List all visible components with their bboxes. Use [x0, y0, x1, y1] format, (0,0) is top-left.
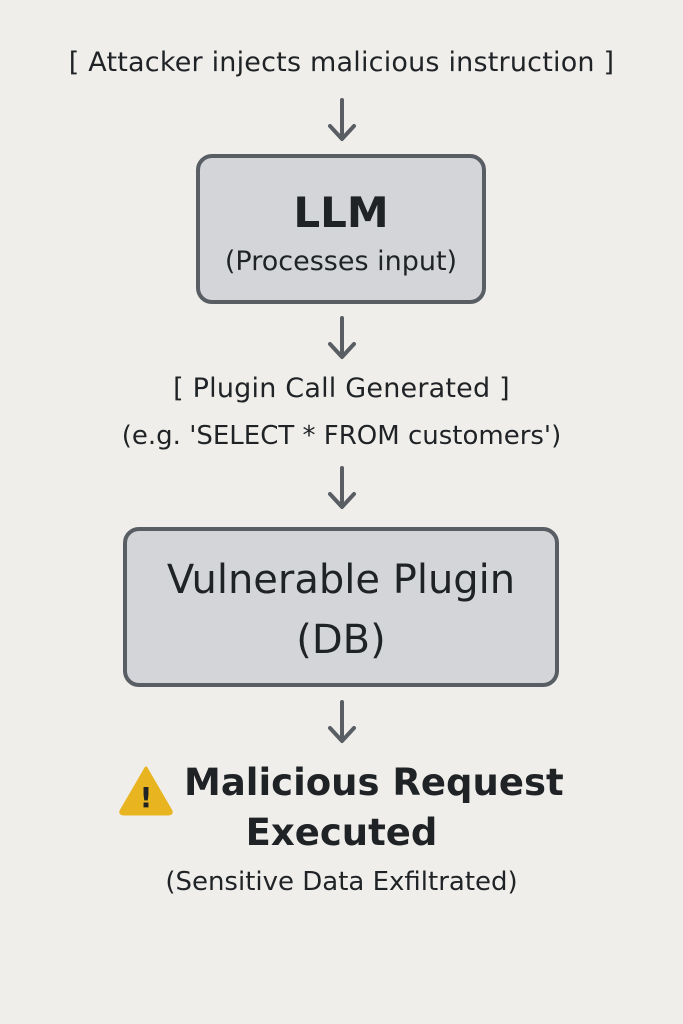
plugin-call-example: (e.g. 'SELECT * FROM customers') [121, 421, 562, 451]
down-arrow-icon [328, 466, 356, 509]
vulnerable-plugin-box: Vulnerable Plugin (DB) [123, 527, 559, 687]
result-subtitle: (Sensitive Data Exfiltrated) [165, 867, 518, 897]
llm-box-subtitle: (Processes input) [224, 246, 458, 277]
plugin-call-step-label: [ Plugin Call Generated ] [173, 373, 510, 404]
down-arrow-icon [328, 316, 356, 359]
result-title-line2: Executed [245, 811, 438, 854]
down-arrow-icon [328, 700, 356, 743]
warning-icon: ! [119, 766, 173, 816]
llm-box-title: LLM [293, 188, 389, 237]
plugin-box-title: Vulnerable Plugin [166, 557, 516, 603]
result-title-line1: Malicious Request [184, 761, 564, 804]
attacker-step-label: [ Attacker injects malicious instruction… [68, 47, 615, 78]
llm-box: LLM (Processes input) [196, 154, 486, 304]
plugin-box-subtitle: (DB) [296, 617, 386, 663]
down-arrow-icon [328, 98, 356, 141]
warning-glyph: ! [140, 781, 153, 814]
